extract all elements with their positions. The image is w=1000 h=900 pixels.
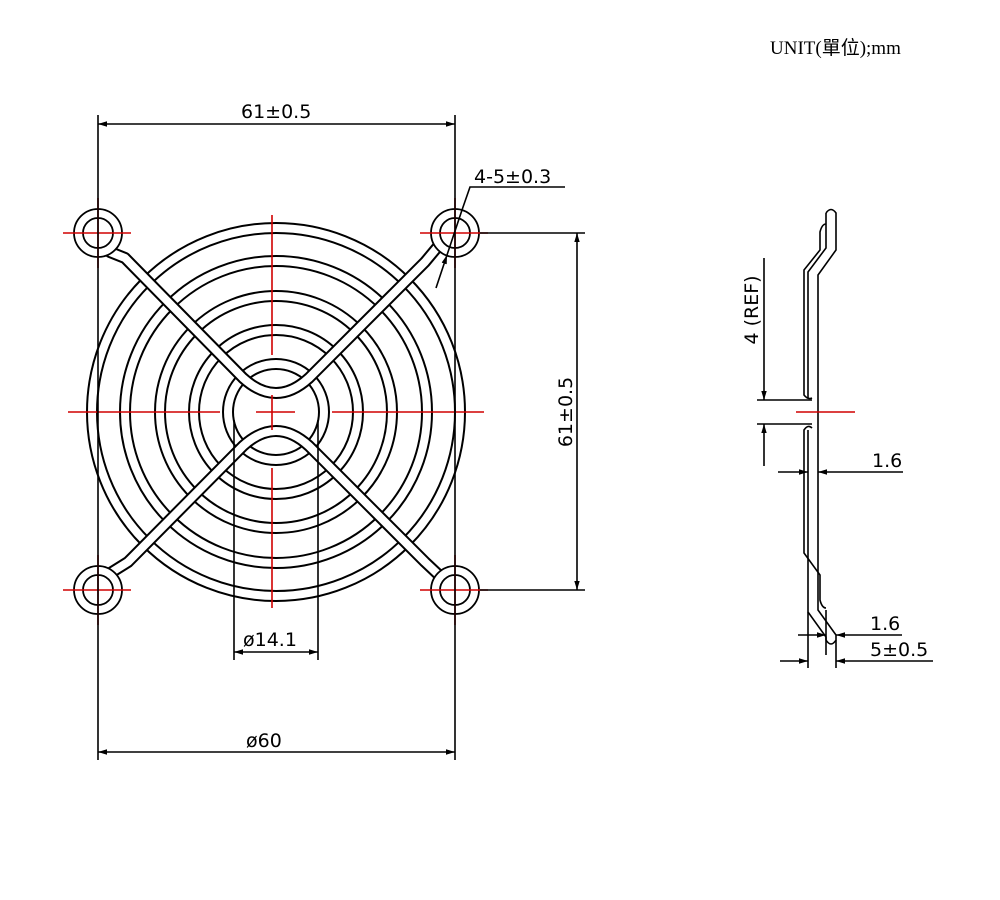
side-view: 4 (REF) 1.6 1.6 5±0.5	[741, 208, 933, 668]
depth-dimension: 5±0.5	[870, 639, 928, 661]
ref-dimension: 4 (REF)	[741, 275, 763, 344]
side-profile	[757, 208, 933, 668]
wire-dimension-2: 1.6	[870, 613, 900, 635]
spokes	[104, 238, 448, 584]
unit-label: UNIT(單位);mm	[770, 37, 901, 59]
height-dimension: 61±0.5	[555, 377, 577, 447]
hole-dimension: 4-5±0.3	[474, 166, 551, 188]
dimension-lines	[97, 115, 585, 760]
width-dimension: 61±0.5	[241, 101, 311, 123]
center-diameter-dimension: ø14.1	[243, 629, 297, 651]
outer-diameter-dimension: ø60	[246, 730, 282, 752]
wire-dimension-1: 1.6	[872, 450, 902, 472]
front-view: 61±0.5 ø60 ø14.1 4-5±0.3 61±0.5	[63, 101, 585, 760]
